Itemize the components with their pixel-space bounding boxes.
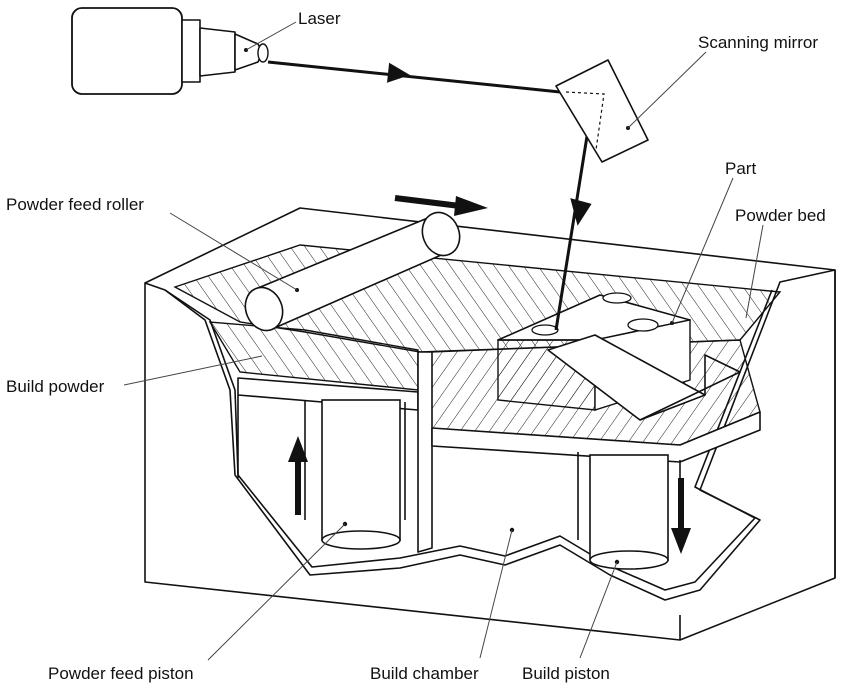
build-platform <box>431 411 761 463</box>
build-piston <box>577 452 681 570</box>
label-powder-feed-piston: Powder feed piston <box>48 664 194 683</box>
label-build-chamber: Build chamber <box>370 664 479 683</box>
powder-feed-roller <box>244 211 461 332</box>
leader-lines <box>123 21 764 661</box>
label-build-piston: Build piston <box>522 664 610 683</box>
feed-piston-up-arrow <box>288 436 308 515</box>
label-build-powder: Build powder <box>6 377 105 396</box>
build-piston-down-arrow <box>671 478 691 554</box>
label-powder-feed-roller: Powder feed roller <box>6 195 144 214</box>
laser-beam <box>267 60 592 331</box>
powder-feed-piston <box>304 399 406 550</box>
label-part: Part <box>725 159 756 178</box>
build-chamber-marker <box>509 527 515 533</box>
label-powder-bed: Powder bed <box>735 206 826 225</box>
divider-wall <box>417 351 433 553</box>
part <box>497 292 741 421</box>
label-scanning-mirror: Scanning mirror <box>698 33 818 52</box>
label-laser: Laser <box>298 9 341 28</box>
laser-unit <box>71 7 269 95</box>
scanning-mirror <box>555 59 649 163</box>
roller-direction-arrow <box>394 195 488 216</box>
labels: Laser Scanning mirror Part Powder bed Po… <box>6 9 826 683</box>
